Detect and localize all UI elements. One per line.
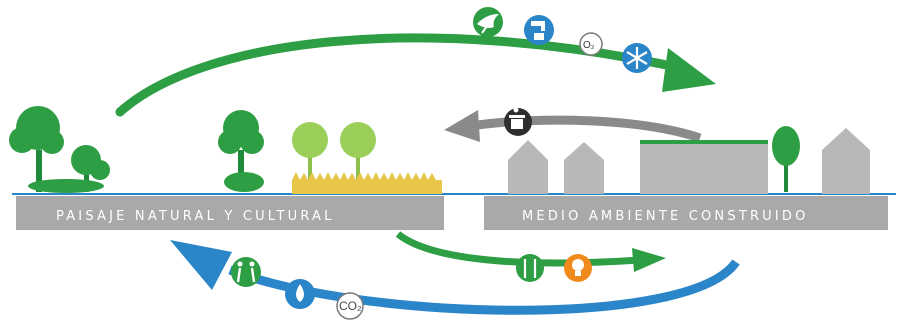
right-panel-label: MEDIO AMBIENTE CONSTRUIDO [522, 209, 809, 224]
right-panel-bar: MEDIO AMBIENTE CONSTRUIDO [484, 196, 888, 230]
grey-return-arrow [444, 110, 702, 143]
wheat-tips [292, 172, 438, 180]
o2-icon: O₂ [579, 32, 603, 56]
co2-label: CO₂ [339, 299, 362, 313]
tree-center-dark [218, 110, 264, 192]
house-1 [508, 140, 548, 194]
tree-light-1 [292, 122, 328, 188]
tree-left-large [9, 106, 64, 192]
trash-bin-icon [504, 107, 532, 136]
left-panel-label: PAISAJE NATURAL Y CULTURAL [56, 209, 335, 224]
lightbulb-icon [564, 254, 592, 282]
wheat-field [292, 180, 442, 194]
shrub-left [28, 179, 104, 193]
tree-light-2 [340, 122, 376, 188]
snowflake-icon [622, 43, 652, 73]
bird-icon [473, 7, 503, 37]
hikers-icon [231, 257, 261, 287]
o2-label: O₂ [583, 40, 595, 51]
co2-icon: CO₂ [336, 292, 364, 320]
tree-right [772, 126, 800, 192]
left-panel-bar: PAISAJE NATURAL Y CULTURAL [16, 196, 444, 230]
top-green-arrow [115, 33, 716, 117]
bottom-green-arrow [395, 231, 666, 272]
house-3 [822, 128, 870, 194]
water-tap-icon [524, 15, 554, 45]
cutlery-icon [516, 254, 544, 282]
water-drop-icon [285, 279, 315, 309]
house-2 [564, 142, 604, 194]
large-building [640, 140, 768, 194]
tree-left-medium [71, 145, 110, 192]
